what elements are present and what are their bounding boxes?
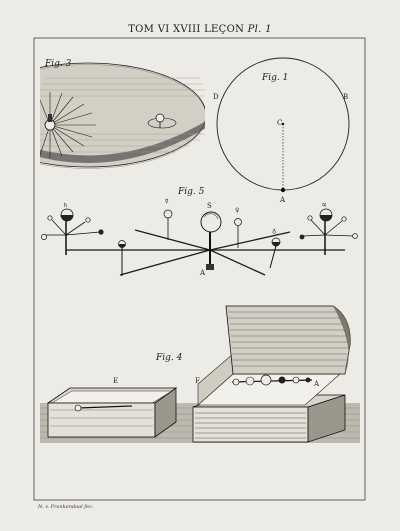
- fig4-letter-a: A: [313, 380, 320, 388]
- header-title: TOM VI XVIII LEÇON: [128, 24, 245, 35]
- fig5-label: Fig. 5: [177, 187, 205, 197]
- plate-border: [33, 37, 366, 501]
- svg-text:♄: ♄: [63, 202, 68, 209]
- fig1-letter-a: A: [279, 196, 286, 204]
- engraver-signature: N. v. Frankendaal fec.: [38, 504, 94, 510]
- fig1-letter-d: D: [213, 93, 219, 101]
- fig4-letter-f: F: [195, 377, 200, 385]
- fig4-boxes: Fig. 4 E: [40, 305, 360, 443]
- svg-text:☿: ☿: [165, 198, 169, 205]
- svg-text:♃: ♃: [321, 202, 326, 209]
- fig4-letter-e: E: [113, 377, 118, 385]
- svg-text:♁: ♁: [272, 228, 276, 235]
- fig4-label: Fig. 4: [155, 353, 183, 363]
- fig5-letter-s: S: [207, 202, 212, 210]
- plate-number: Pl. 1: [247, 24, 272, 35]
- fig1-label: Fig. 1: [261, 73, 288, 83]
- fig5-orrery: Fig. 5 ♄: [41, 187, 358, 277]
- fig3-label: Fig. 3: [44, 59, 72, 69]
- fig1-letter-c: C: [277, 119, 282, 127]
- fig5-letter-a: A: [199, 269, 206, 277]
- fig3-disc: Fig. 3: [40, 59, 205, 169]
- fig1-letter-b: B: [343, 93, 348, 101]
- svg-text:♀: ♀: [235, 207, 239, 214]
- plate-header: TOM VI XVIII LEÇON Pl. 1: [0, 24, 400, 35]
- fig1-circle: Fig. 1 D B C A: [213, 57, 350, 204]
